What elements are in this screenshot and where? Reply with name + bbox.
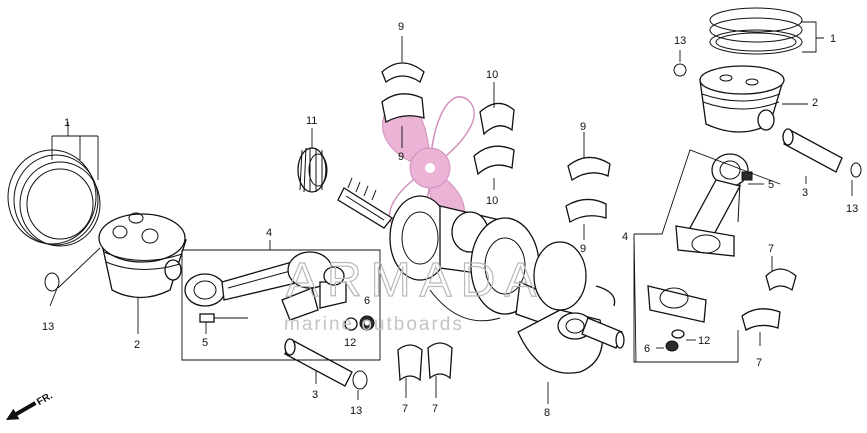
callout-13-right-top: 13 [674,35,686,47]
piston-rings-left [7,149,101,247]
callout-1-left: 1 [64,117,70,129]
callout-6-right: 6 [644,343,650,355]
callout-9-top-b: 9 [398,151,404,163]
callout-10-b: 10 [486,195,498,207]
circlip-right-top [673,63,687,77]
callout-7-b: 7 [432,403,438,415]
callout-1-right: 1 [830,33,836,45]
watermark-title: ARMADA [286,254,545,307]
washer-left [344,317,358,331]
rod-bearing-lower-left [397,342,453,382]
piston-right [699,65,785,133]
callout-9-top: 9 [398,21,404,33]
callout-3-left: 3 [312,389,318,401]
leader-lines [49,21,853,404]
callout-6-left: 6 [364,295,370,307]
crank-gear [297,147,328,193]
callout-12-right: 12 [698,335,710,347]
nut-right [665,340,679,352]
rod-cap-right [647,285,707,323]
callout-5-left: 5 [202,337,208,349]
callout-4-right: 4 [622,231,628,243]
callout-2-right: 2 [812,97,818,109]
callout-8: 8 [544,407,550,419]
svg-text:FR.: FR. [35,390,55,408]
callout-9-mid: 9 [580,121,586,133]
connecting-rod-left [184,251,347,321]
crankshaft [337,177,625,374]
piston-pin-right [782,128,843,173]
callout-7-right-b: 7 [756,357,762,369]
watermark-subtitle: marine outboards [284,314,464,335]
callout-13-left: 13 [42,321,54,333]
callout-3-right: 3 [802,187,808,199]
callout-13-right: 13 [846,203,858,215]
circlip-left-bottom [352,370,368,390]
main-bearing-top [381,62,425,124]
rod-bearing-right [741,268,797,331]
callout-7-a: 7 [402,403,408,415]
callout-2-left: 2 [134,339,140,351]
callout-7-right-a: 7 [768,243,774,255]
circlip-left [44,272,60,292]
callout-12-left: 12 [344,337,356,349]
callout-5-right: 5 [768,179,774,191]
callout-10-a: 10 [486,69,498,81]
washer-right [671,329,685,339]
callout-13-bottom: 13 [350,405,362,417]
piston-rings-right [709,7,803,55]
callout-9-mid-b: 9 [580,243,586,255]
front-direction-arrow: FR. [6,390,55,420]
connecting-rod-right [675,153,753,257]
piston-pin-left [284,338,353,387]
main-bearing-right [565,156,611,224]
piston-left [98,212,187,299]
main-bearing-mid [473,102,515,176]
callout-4-left: 4 [266,227,272,239]
circlip-right [850,162,862,178]
rod-bolt-left [199,313,248,323]
callout-11: 11 [306,115,317,127]
